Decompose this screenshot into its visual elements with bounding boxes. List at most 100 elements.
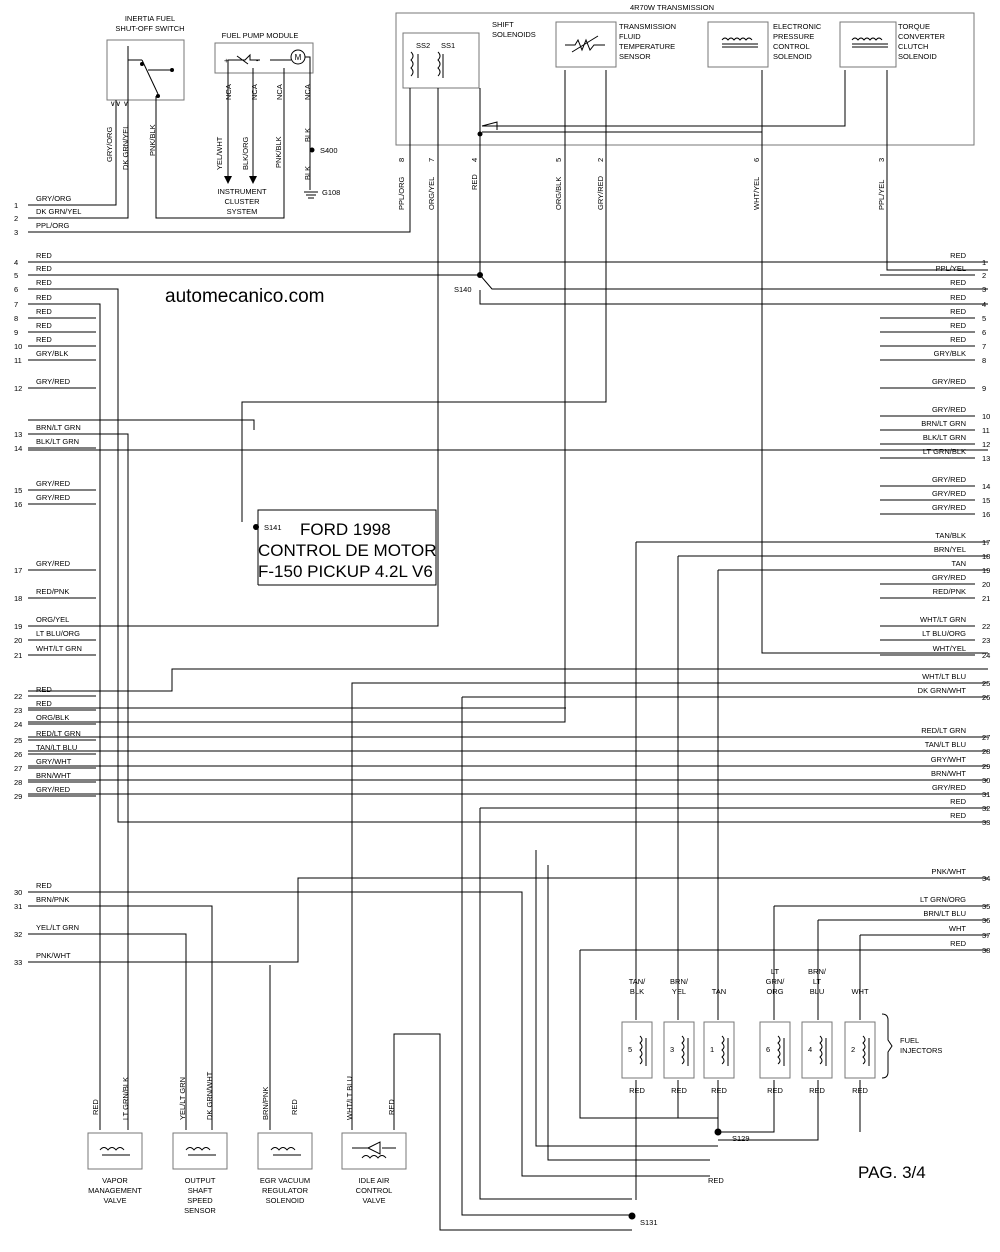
left-pin-number: 6 [14,285,18,294]
right-pin-label: TAN/LT BLU [925,740,966,749]
left-pin-label: PNK/WHT [36,951,71,960]
svg-text:BLK: BLK [303,166,312,180]
svg-text:PPL/ORG: PPL/ORG [397,176,406,210]
left-pin-label: GRY/RED [36,559,71,568]
left-pin-label: RED [36,335,52,344]
right-pin-label: LT BLU/ORG [922,629,966,638]
inertia-fuel-shutoff-switch: INERTIA FUEL SHUT-OFF SWITCH ∨∨ ∨ [106,14,185,110]
right-pin-label: GRY/BLK [934,349,966,358]
right-pin-label: GRY/RED [932,783,967,792]
injector-wire-label: BRN/ [670,977,689,986]
injector-ground-label: RED [809,1086,825,1095]
right-pin-label: TAN [952,559,966,568]
left-pin-number: 8 [14,314,18,323]
svg-text:SENSOR: SENSOR [184,1206,216,1215]
right-pin-number: 5 [982,314,986,323]
injector-wire-label: BRN/ [808,967,827,976]
right-pin-label: RED/LT GRN [921,726,966,735]
inertia-switch-label: SHUT-OFF SWITCH [115,24,184,33]
svg-text:INSTRUMENT: INSTRUMENT [217,187,267,196]
harness-wires [28,261,988,1231]
right-pin-label: RED/PNK [933,587,966,596]
left-pin-number: 31 [14,902,22,911]
svg-text:GRY/ORG: GRY/ORG [105,127,114,162]
svg-text:BRN/PNK: BRN/PNK [261,1087,270,1120]
left-pin-number: 30 [14,888,22,897]
left-pin-label: BRN/LT GRN [36,423,81,432]
svg-text:NCA: NCA [250,84,259,100]
svg-text:2: 2 [596,158,605,162]
left-pin-label: PPL/ORG [36,221,70,230]
left-pin-label: BRN/PNK [36,895,69,904]
svg-text:TORQUE: TORQUE [898,22,930,31]
right-pin-number: 16 [982,510,990,519]
svg-text:ELECTRONIC: ELECTRONIC [773,22,822,31]
right-pin-number: 21 [982,594,990,603]
left-pin-label: RED [36,293,52,302]
right-pin-label: BRN/LT GRN [921,419,966,428]
title-line: F-150 PICKUP 4.2L V6 [258,562,433,581]
svg-text:RED: RED [708,1176,724,1185]
svg-text:SHAFT: SHAFT [188,1186,213,1195]
svg-text:CONTROL: CONTROL [356,1186,393,1195]
svg-text:PNK/BLK: PNK/BLK [148,124,157,156]
svg-text:TEMPERATURE: TEMPERATURE [619,42,675,51]
svg-text:S400: S400 [320,146,338,155]
svg-text:RED: RED [470,174,479,190]
right-pin-label: RED [950,293,966,302]
left-pin-label: GRY/RED [36,377,71,386]
injector-number: 3 [670,1045,674,1054]
left-pin-label: GRY/RED [36,785,71,794]
svg-text:SOLENOID: SOLENOID [266,1196,305,1205]
right-pin-label: PNK/WHT [931,867,966,876]
left-pin-number: 15 [14,486,22,495]
top-wires [28,68,988,723]
right-pin-label: BLK/LT GRN [923,433,966,442]
right-pin-label: BRN/YEL [934,545,966,554]
svg-text:DK GRN/WHT: DK GRN/WHT [205,1071,214,1120]
right-pin-label: WHT/YEL [933,644,966,653]
right-pin-label: WHT [949,924,966,933]
left-pin-number: 27 [14,764,22,773]
svg-text:SYSTEM: SYSTEM [227,207,258,216]
right-pin-number: 13 [982,454,990,463]
svg-text:S131: S131 [640,1218,658,1227]
title-line: FORD 1998 [300,520,391,539]
output-shaft-speed-sensor: YEL/LT GRN DK GRN/WHT OUTPUT SHAFT SPEED… [172,1071,228,1215]
svg-text:VAPOR: VAPOR [102,1176,128,1185]
splice-s131 [628,1212,636,1220]
injector-wire-label: TAN/ [629,977,646,986]
injector-wire-label: LT [813,977,822,986]
left-pin-label: DK GRN/YEL [36,207,81,216]
left-pin-label: RED [36,699,52,708]
left-pin-number: 18 [14,594,22,603]
right-pin-label: GRY/RED [932,475,967,484]
right-pin-number: 6 [982,328,986,337]
right-pin-label: PPL/YEL [936,264,966,273]
injector-number: 6 [766,1045,770,1054]
right-pin-number: 12 [982,440,990,449]
left-pin-label: ORG/YEL [36,615,69,624]
left-pin-number: 19 [14,622,22,631]
fuel-pump-module-label: FUEL PUMP MODULE [222,31,299,40]
right-pin-label: RED [950,811,966,820]
left-pin-label: TAN/LT BLU [36,743,77,752]
page-number: PAG. 3/4 [858,1163,926,1182]
right-pin-label: BRN/WHT [931,769,966,778]
svg-text:RED: RED [290,1099,299,1115]
injector-wire-label: TAN [712,987,726,996]
right-pin-label: RED [950,939,966,948]
injector-wire-label: BLU [810,987,825,996]
left-pin-number: 11 [14,356,22,365]
svg-text:M: M [295,53,302,62]
right-pin-label: DK GRN/WHT [918,686,967,695]
svg-text:G108: G108 [322,188,340,197]
left-pin-number: 22 [14,692,22,701]
left-pin-number: 13 [14,430,22,439]
svg-text:DK GRN/YEL: DK GRN/YEL [121,125,130,170]
injector-ground-label: RED [629,1086,645,1095]
injector-ground-label: RED [711,1086,727,1095]
svg-text:SOLENOID: SOLENOID [898,52,937,61]
